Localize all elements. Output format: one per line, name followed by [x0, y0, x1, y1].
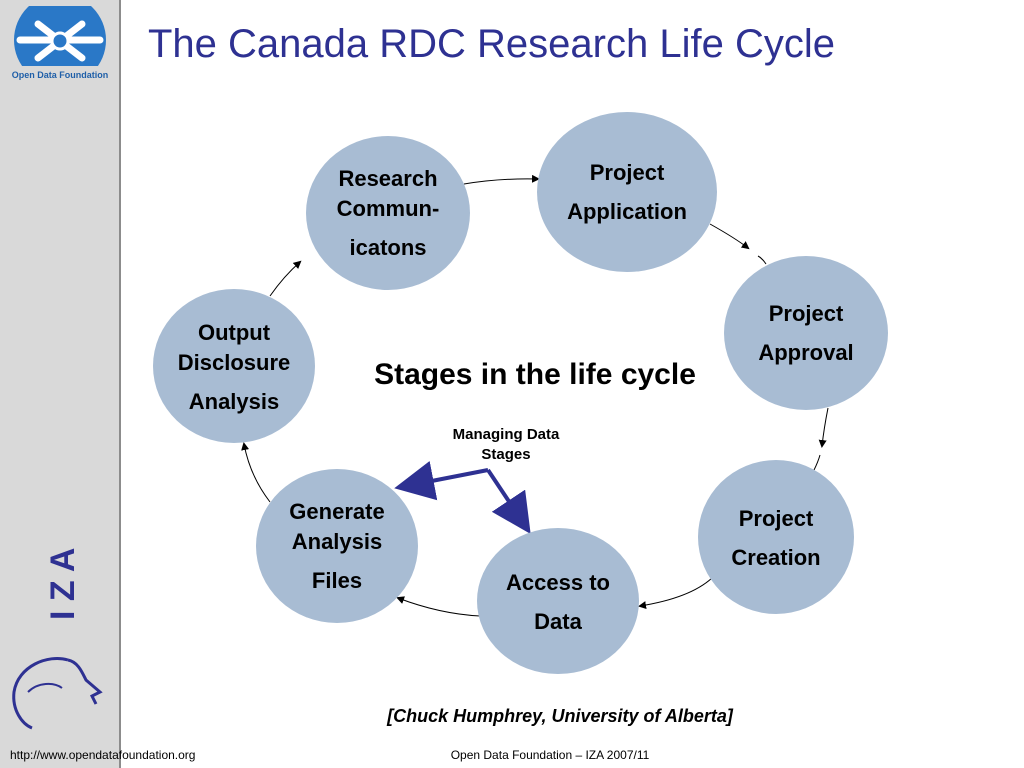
iza-head-profile-icon	[12, 657, 103, 730]
managing-line: Managing Data	[452, 426, 560, 443]
citation: [Chuck Humphrey, University of Alberta]	[387, 706, 733, 726]
page-title: The Canada RDC Research Life Cycle	[148, 22, 835, 66]
node-generate-analysis-files	[256, 469, 418, 623]
node-label-line: Application	[567, 199, 687, 224]
node-label-project-creation: Project Creation	[698, 504, 854, 573]
node-output-disclosure-analysis	[153, 289, 315, 443]
node-label-access-to-data: Access to Data	[477, 568, 639, 637]
connector-creation-to-access	[638, 577, 713, 610]
managing-arrow-to-access	[486, 468, 531, 534]
node-research-communications	[306, 136, 470, 290]
node-label-line: icatons	[349, 235, 427, 260]
node-project-approval	[724, 256, 888, 410]
node-label-generate-analysis-files: Generate Analysis Files	[256, 497, 418, 596]
connector-approval-right	[757, 255, 767, 265]
node-label-line: Output	[197, 320, 271, 345]
managing-line: Stages	[481, 446, 531, 463]
node-label-line: Data	[534, 609, 582, 634]
node-label-line: Project	[589, 160, 665, 185]
open-data-foundation-logo: Open Data Foundation	[8, 0, 112, 86]
node-label-line: Analysis	[188, 389, 280, 414]
node-label-line: Project	[768, 301, 844, 326]
managing-data-label: Managing Data Stages	[436, 425, 576, 465]
node-label-line: Disclosure	[177, 350, 291, 375]
node-label-project-application: Project Application	[542, 158, 712, 227]
connector-application-to-approval	[709, 223, 750, 250]
node-project-application	[537, 112, 717, 272]
connector-generate-to-output	[241, 442, 271, 503]
connector-creation-left	[813, 454, 821, 471]
node-project-creation	[698, 460, 854, 614]
node-label-line: Creation	[731, 545, 821, 570]
connector-approval-to-creation	[818, 407, 829, 448]
node-label-line: Access to	[506, 570, 610, 595]
connector-research-to-application	[463, 174, 540, 185]
node-label-project-approval: Project Approval	[724, 299, 888, 368]
logo-text: Open Data Foundation	[11, 70, 109, 80]
node-label-line: Research	[338, 166, 438, 191]
node-label-line: Approval	[758, 340, 854, 365]
center-label: Stages in the life cycle	[374, 358, 696, 391]
node-label-line: Commun-	[336, 196, 440, 221]
node-access-to-data	[477, 528, 639, 674]
node-label-line: Files	[311, 568, 363, 593]
connector-access-to-generate	[396, 596, 481, 617]
connector-output-to-research	[269, 260, 302, 297]
node-label-research-communications: Research Commun- icatons	[306, 164, 470, 263]
footer-url: http://www.opendatafoundation.org	[10, 748, 196, 762]
footer-center-text: Open Data Foundation – IZA 2007/11	[450, 748, 650, 762]
iza-letters: I Z A	[44, 548, 82, 620]
left-sidebar: Open Data Foundation I Z A	[0, 0, 121, 768]
node-label-line: Analysis	[291, 529, 383, 554]
iza-letters-logo: I Z A	[44, 548, 82, 620]
node-label-line: Project	[738, 506, 814, 531]
node-label-output-disclosure-analysis: Output Disclosure Analysis	[153, 318, 315, 417]
node-label-line: Generate	[289, 499, 385, 524]
managing-arrow-to-generate	[394, 461, 489, 501]
